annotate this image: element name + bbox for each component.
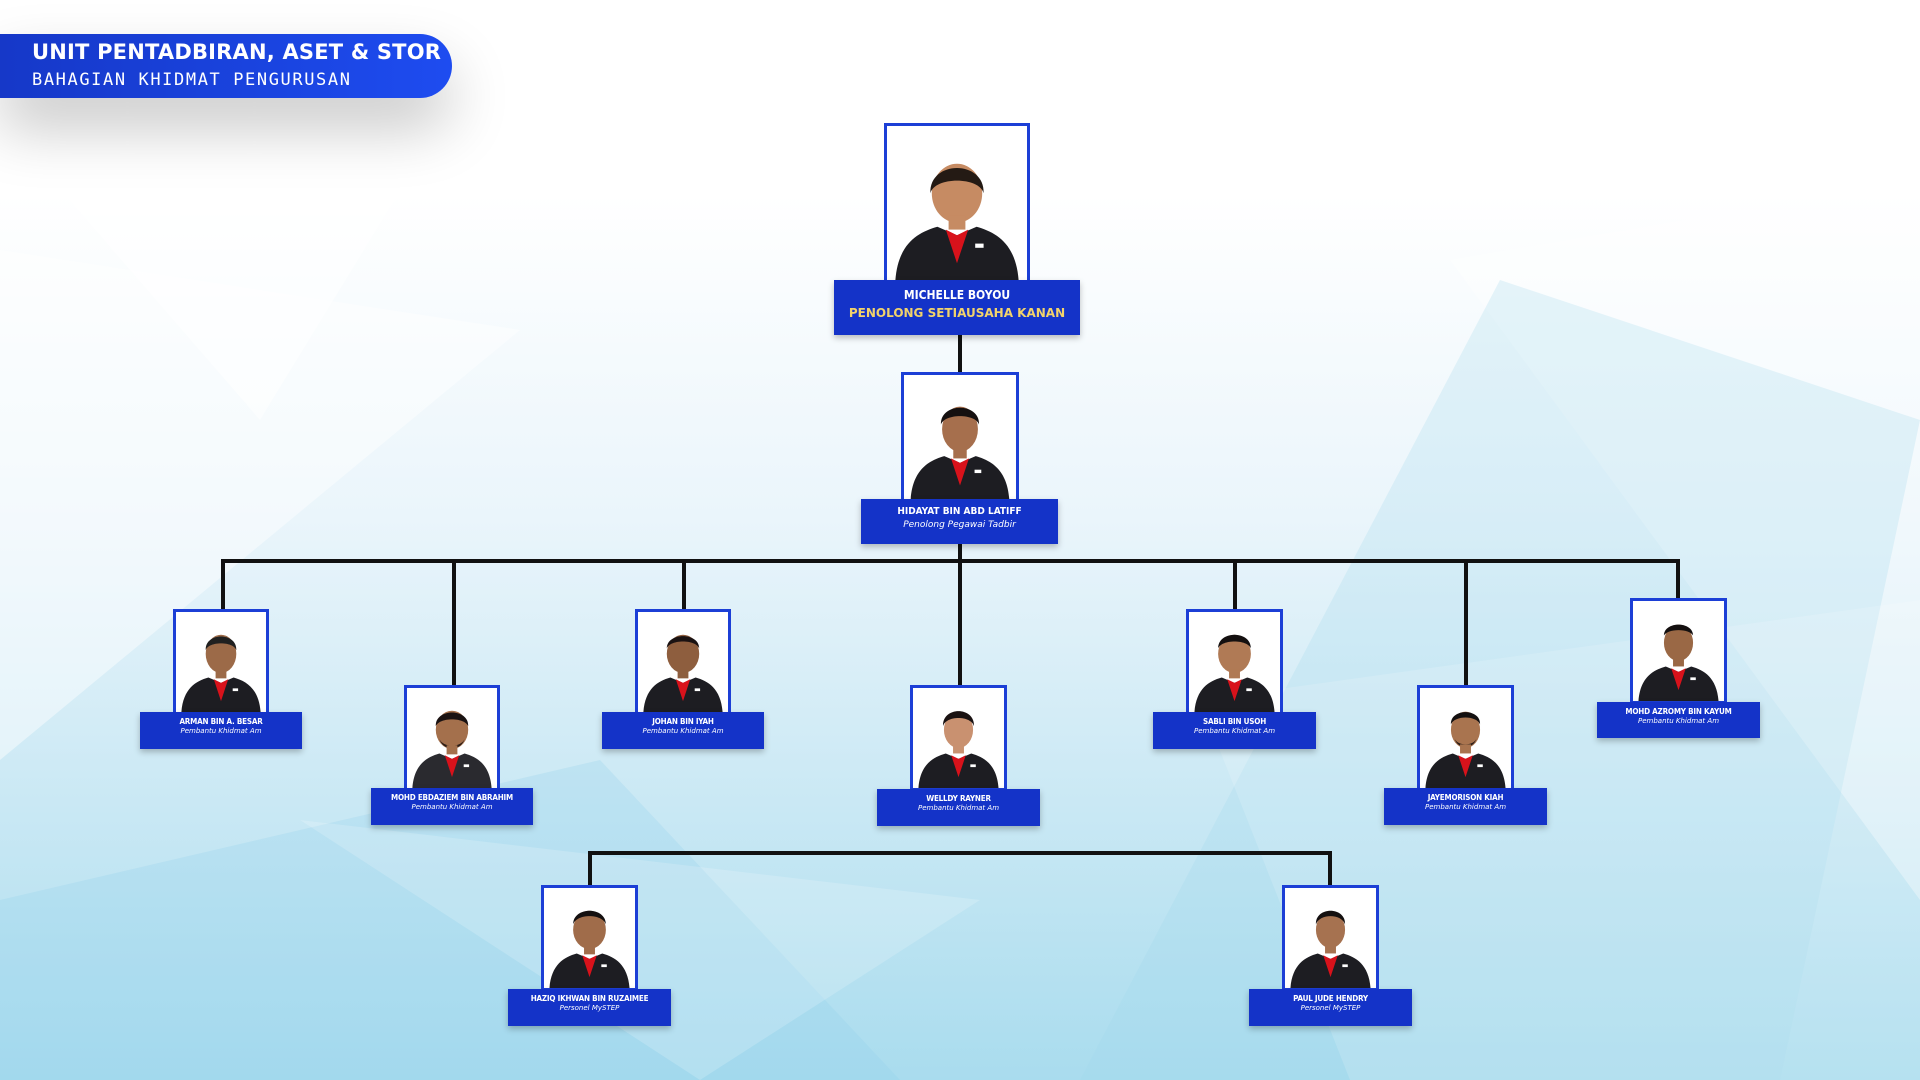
org-node-staff: JOHAN BIN IYAH Pembantu Khidmat Am: [602, 609, 764, 750]
label-box: MICHELLE BOYOU PENOLONG SETIAUSAHA KANAN: [834, 280, 1080, 335]
banner-title: UNIT PENTADBIRAN, ASET & STOR: [32, 40, 442, 64]
org-node-staff: MOHD AZROMY BIN KAYUM Pembantu Khidmat A…: [1597, 598, 1760, 739]
person-name: JAYEMORISON KIAH: [1427, 793, 1504, 802]
org-node-staff: JAYEMORISON KIAH Pembantu Khidmat Am: [1384, 685, 1547, 826]
person-role: Penolong Pegawai Tadbir: [903, 520, 1016, 530]
person-role: Personel MySTEP: [559, 1004, 620, 1012]
label-box: JAYEMORISON KIAH Pembantu Khidmat Am: [1384, 788, 1547, 825]
person-name: PAUL JUDE HENDRY: [1293, 994, 1368, 1003]
portrait-photo: [635, 609, 731, 715]
person-name: MICHELLE BOYOU: [903, 288, 1011, 302]
person-name: MOHD EBDAZIEM BIN ABRAHIM: [391, 793, 513, 802]
org-node-staff: MOHD EBDAZIEM BIN ABRAHIM Pembantu Khidm…: [371, 685, 533, 826]
org-node-staff: WELLDY RAYNER Pembantu Khidmat Am: [877, 685, 1040, 826]
portrait-photo: [1630, 598, 1727, 704]
portrait-photo: [173, 609, 269, 715]
person-name: SABLI BIN USOH: [1202, 717, 1267, 726]
person-role: Pembantu Khidmat Am: [917, 804, 1000, 812]
label-box: PAUL JUDE HENDRY Personel MySTEP: [1249, 989, 1412, 1026]
person-role: Pembantu Khidmat Am: [411, 803, 493, 811]
portrait-photo: [910, 685, 1007, 791]
person-name: MOHD AZROMY BIN KAYUM: [1625, 707, 1732, 716]
portrait-photo: [1186, 609, 1283, 715]
person-name: HAZIQ IKHWAN BIN RUZAIMEE: [530, 994, 649, 1003]
person-role: Pembantu Khidmat Am: [642, 727, 724, 735]
label-box: MOHD AZROMY BIN KAYUM Pembantu Khidmat A…: [1597, 702, 1760, 738]
person-role: Pembantu Khidmat Am: [1637, 717, 1720, 725]
org-node-staff: SABLI BIN USOH Pembantu Khidmat Am: [1153, 609, 1316, 750]
label-box: JOHAN BIN IYAH Pembantu Khidmat Am: [602, 712, 764, 749]
person-name: WELLDY RAYNER: [926, 794, 991, 803]
person-role: Pembantu Khidmat Am: [180, 727, 262, 735]
person-name: ARMAN BIN A. BESAR: [179, 717, 263, 726]
portrait-photo: [404, 685, 500, 791]
portrait-photo: [884, 123, 1030, 283]
person-role: Personel MySTEP: [1300, 1004, 1361, 1012]
person-name: JOHAN BIN IYAH: [652, 717, 714, 726]
label-box: WELLDY RAYNER Pembantu Khidmat Am: [877, 789, 1040, 826]
label-box: MOHD EBDAZIEM BIN ABRAHIM Pembantu Khidm…: [371, 788, 533, 825]
portrait-photo: [1282, 885, 1379, 991]
org-node-mystep: HAZIQ IKHWAN BIN RUZAIMEE Personel MySTE…: [508, 885, 671, 1026]
title-banner: UNIT PENTADBIRAN, ASET & STOR BAHAGIAN K…: [0, 34, 452, 98]
label-box: SABLI BIN USOH Pembantu Khidmat Am: [1153, 712, 1316, 749]
org-node-deputy: HIDAYAT BIN ABD LATIFF Penolong Pegawai …: [861, 372, 1058, 544]
portrait-photo: [1417, 685, 1514, 791]
org-node-staff: ARMAN BIN A. BESAR Pembantu Khidmat Am: [140, 609, 302, 750]
person-role: Pembantu Khidmat Am: [1193, 727, 1276, 735]
person-name: HIDAYAT BIN ABD LATIFF: [897, 506, 1022, 517]
label-box: HAZIQ IKHWAN BIN RUZAIMEE Personel MySTE…: [508, 989, 671, 1026]
portrait-photo: [901, 372, 1019, 502]
org-node-mystep: PAUL JUDE HENDRY Personel MySTEP: [1249, 885, 1412, 1026]
label-box: ARMAN BIN A. BESAR Pembantu Khidmat Am: [140, 712, 302, 749]
portrait-photo: [541, 885, 638, 991]
org-node-head: MICHELLE BOYOU PENOLONG SETIAUSAHA KANAN: [834, 123, 1080, 335]
person-role: PENOLONG SETIAUSAHA KANAN: [848, 306, 1066, 320]
label-box: HIDAYAT BIN ABD LATIFF Penolong Pegawai …: [861, 499, 1058, 544]
banner-subtitle: BAHAGIAN KHIDMAT PENGURUSAN: [32, 70, 352, 90]
person-role: Pembantu Khidmat Am: [1424, 803, 1507, 811]
